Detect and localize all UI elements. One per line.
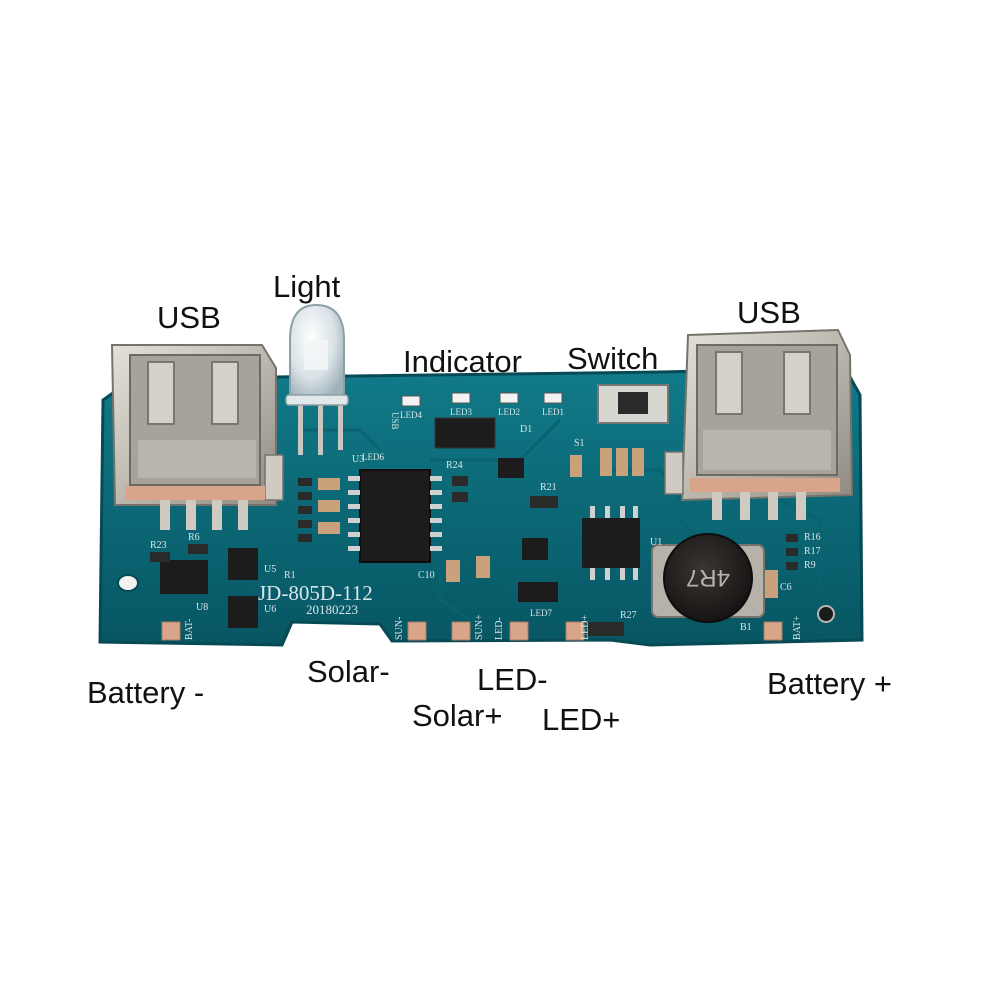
silk-usb-b: USB — [390, 412, 400, 430]
transistor-q2 — [522, 538, 548, 560]
indicator-led-4 — [401, 395, 421, 407]
label-solar-plus: Solar+ — [412, 698, 503, 733]
label-led-minus: LED- — [477, 662, 548, 697]
silk-r9: R9 — [804, 560, 816, 571]
label-light: Light — [273, 269, 341, 304]
silk-r21: R21 — [540, 482, 557, 493]
silkscreen: JD-805D-112 20180223 BAT- BAT+ SUN- SUN+… — [150, 407, 821, 640]
pad-led-plus — [565, 621, 585, 641]
diode-d7 — [518, 582, 558, 602]
silk-r24: R24 — [446, 460, 463, 471]
label-led-plus: LED+ — [542, 702, 621, 737]
small-ic-u6 — [228, 596, 258, 628]
silk-led2: LED2 — [498, 407, 520, 417]
silk-led-minus: LED- — [494, 617, 505, 640]
tactile-switch — [597, 384, 669, 424]
silk-led4: LED4 — [400, 410, 422, 420]
silk-led-plus: LED+ — [580, 615, 591, 640]
solder-pads — [161, 621, 783, 641]
silk-r1: R1 — [284, 570, 296, 581]
small-ic-u5 — [228, 548, 258, 580]
smd-components — [150, 448, 798, 636]
silk-r16: R16 — [804, 532, 821, 543]
silk-u8: U8 — [196, 602, 208, 613]
label-indicator: Indicator — [403, 344, 522, 379]
silk-u6: U6 — [264, 604, 276, 615]
main-controller-ic — [348, 469, 442, 563]
silk-r27: R27 — [620, 610, 637, 621]
indicator-led-3 — [451, 392, 471, 404]
silk-c10: C10 — [418, 570, 435, 581]
pad-sun-minus — [407, 621, 427, 641]
usb-port-left — [110, 344, 284, 530]
label-solar-minus: Solar- — [307, 654, 390, 689]
label-switch: Switch — [567, 341, 659, 376]
small-ic-u8 — [160, 560, 208, 594]
silk-bat-plus: BAT+ — [792, 615, 803, 640]
label-battery-minus: Battery - — [87, 675, 205, 710]
silk-date: 20180223 — [306, 602, 358, 617]
mounting-hole-right — [817, 605, 835, 623]
silk-b1: B1 — [740, 622, 752, 633]
silk-led6: LED6 — [362, 452, 384, 462]
pad-sun-plus — [451, 621, 471, 641]
silk-model: JD-805D-112 — [258, 581, 373, 605]
indicator-led-1 — [543, 392, 563, 404]
boost-ic — [582, 506, 640, 580]
silk-r23: R23 — [150, 540, 167, 551]
silk-s1: S1 — [574, 438, 585, 449]
transistor-q4 — [498, 458, 524, 478]
label-battery-plus: Battery + — [767, 666, 892, 701]
silk-bat-minus: BAT- — [184, 619, 195, 640]
indicator-led-2 — [499, 392, 519, 404]
inductor: 4R7 — [651, 533, 765, 623]
label-usb-right: USB — [737, 295, 801, 330]
silk-led7: LED7 — [530, 608, 552, 618]
silk-u5: U5 — [264, 564, 276, 575]
silk-u3: U3 — [352, 454, 364, 465]
pad-led-minus — [509, 621, 529, 641]
silk-led3: LED3 — [450, 407, 472, 417]
silk-sun-minus: SUN- — [394, 617, 405, 640]
silk-u1: U1 — [650, 537, 662, 548]
mosfet-q — [434, 417, 496, 449]
silk-led1: LED1 — [542, 407, 564, 417]
indicator-leds — [401, 392, 563, 407]
pad-bat-plus — [763, 621, 783, 641]
pad-bat-minus — [161, 621, 181, 641]
inductor-marking: 4R7 — [686, 564, 730, 591]
silk-d1: D1 — [520, 424, 532, 435]
silk-c6: C6 — [780, 582, 792, 593]
usb-port-right — [664, 328, 854, 520]
mounting-hole-left — [117, 574, 139, 592]
flashlight-led — [285, 303, 349, 455]
silk-sun-plus: SUN+ — [474, 614, 485, 640]
silk-r6: R6 — [188, 532, 200, 543]
label-usb-left: USB — [157, 300, 221, 335]
silk-r17: R17 — [804, 546, 821, 557]
